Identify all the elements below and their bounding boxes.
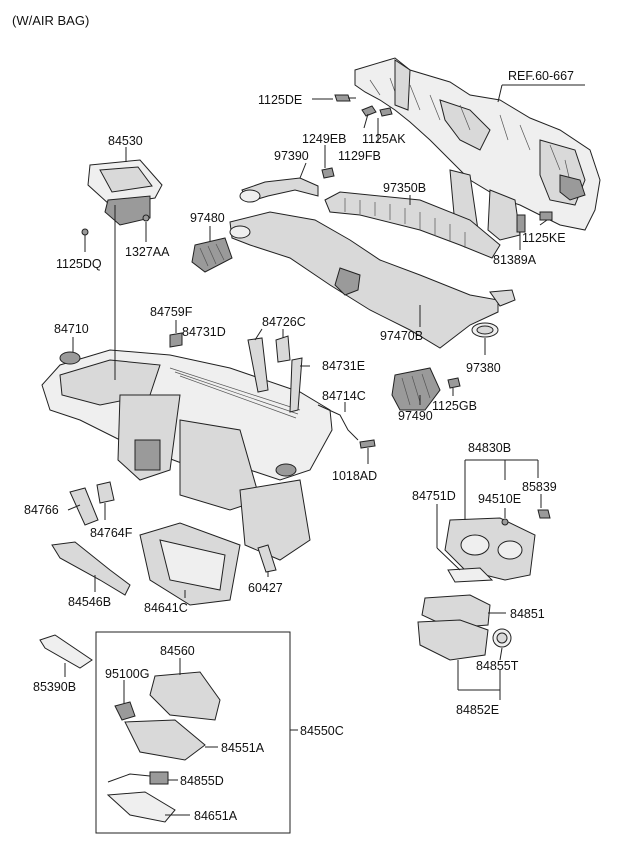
label-84726C: 84726C	[262, 315, 306, 329]
label-84759F: 84759F	[150, 305, 193, 319]
label-97490: 97490	[398, 409, 433, 423]
label-84751D: 84751D	[412, 489, 456, 503]
label-84651A: 84651A	[194, 809, 238, 823]
label-84855T: 84855T	[476, 659, 519, 673]
label-1018AD: 1018AD	[332, 469, 377, 483]
label-84851: 84851	[510, 607, 545, 621]
label-97380: 97380	[466, 361, 501, 375]
clip-85839	[537, 509, 551, 519]
label-97470B: 97470B	[380, 329, 423, 343]
label-1249EB: 1249EB	[302, 132, 346, 146]
screw-94510E	[501, 518, 509, 526]
label-84855D: 84855D	[180, 774, 224, 788]
leader-lines	[64, 84, 585, 816]
trim-85390B	[39, 634, 93, 669]
label-84766: 84766	[24, 503, 59, 517]
shroud-upper-84851	[421, 594, 491, 629]
callout-labels: REF.60-667 1125DE 1249EB 1125AK 1129FB 9…	[24, 69, 574, 823]
bolt-1125DE	[334, 94, 356, 102]
side-vent-97490	[391, 367, 441, 411]
label-97480: 97480	[190, 211, 225, 225]
label-85839: 85839	[522, 480, 557, 494]
label-97390: 97390	[274, 149, 309, 163]
bracket-84731E	[289, 357, 303, 413]
label-1125DE: 1125DE	[258, 93, 302, 107]
label-84731D: 84731D	[182, 325, 226, 339]
label-84710: 84710	[54, 322, 89, 336]
lock-95100G	[114, 701, 136, 721]
label-84830B: 84830B	[468, 441, 511, 455]
glovebox-inner-84551A	[124, 719, 206, 761]
clip-81389A	[516, 214, 526, 233]
lower-cover-84751D	[447, 567, 494, 583]
defroster-duct-97350B	[324, 191, 501, 259]
label-60427: 60427	[248, 581, 283, 595]
label-84530: 84530	[108, 134, 143, 148]
bracket-84731D	[247, 337, 269, 393]
shroud-lower-84852E	[417, 619, 489, 661]
bracket-84759F	[169, 332, 183, 348]
label-84641C: 84641C	[144, 601, 188, 615]
bracket-84546B	[51, 541, 131, 596]
label-84852E: 84852E	[456, 703, 499, 717]
label-84560: 84560	[160, 644, 195, 658]
label-84731E: 84731E	[322, 359, 365, 373]
label-1327AA: 1327AA	[125, 245, 170, 259]
screw-1125GB	[447, 377, 461, 389]
glovebox-cover-84651A	[106, 791, 176, 823]
bracket-84726C	[275, 335, 291, 363]
side-vent-97480	[191, 237, 233, 273]
glovebox-housing-84641C	[139, 522, 241, 606]
glovebox-outer-84560	[149, 671, 221, 721]
cluster-fascia-84830B	[444, 517, 536, 581]
label-81389A: 81389A	[493, 253, 537, 267]
ring-84855T	[492, 628, 512, 648]
clip-60427	[257, 544, 277, 573]
diagram-title: (W/AIR BAG)	[12, 13, 89, 28]
bolt-1018AD	[359, 439, 376, 449]
cover-84766	[69, 487, 99, 526]
label-95100G: 95100G	[105, 667, 149, 681]
ref-label: REF.60-667	[508, 69, 574, 83]
label-84546B: 84546B	[68, 595, 111, 609]
label-97350B: 97350B	[383, 181, 426, 195]
bolt-1129FB	[379, 107, 393, 117]
defroster-duct-97390	[239, 177, 319, 203]
label-84714C: 84714C	[322, 389, 366, 403]
label-94510E: 94510E	[478, 492, 521, 506]
label-1125AK: 1125AK	[362, 132, 406, 146]
glovebox-assembly-frame	[95, 631, 291, 834]
main-duct-97470B	[229, 211, 516, 349]
bolt-1125AK	[361, 105, 377, 129]
bolt-1249EB	[321, 167, 335, 179]
damper-84855D	[107, 771, 169, 785]
label-85390B: 85390B	[33, 680, 76, 694]
vent-ring-97380	[471, 322, 499, 338]
label-1125GB: 1125GB	[432, 399, 477, 413]
label-84550C: 84550C	[300, 724, 344, 738]
label-84551A: 84551A	[221, 741, 265, 755]
airbag-module	[81, 159, 163, 236]
label-1125DQ: 1125DQ	[56, 257, 102, 271]
label-1129FB: 1129FB	[338, 149, 381, 163]
label-1125KE: 1125KE	[522, 231, 566, 245]
label-84764F: 84764F	[90, 526, 133, 540]
harness-84714C	[317, 404, 359, 441]
cover-84764F	[96, 481, 115, 504]
bolt-1125KE	[539, 211, 553, 221]
